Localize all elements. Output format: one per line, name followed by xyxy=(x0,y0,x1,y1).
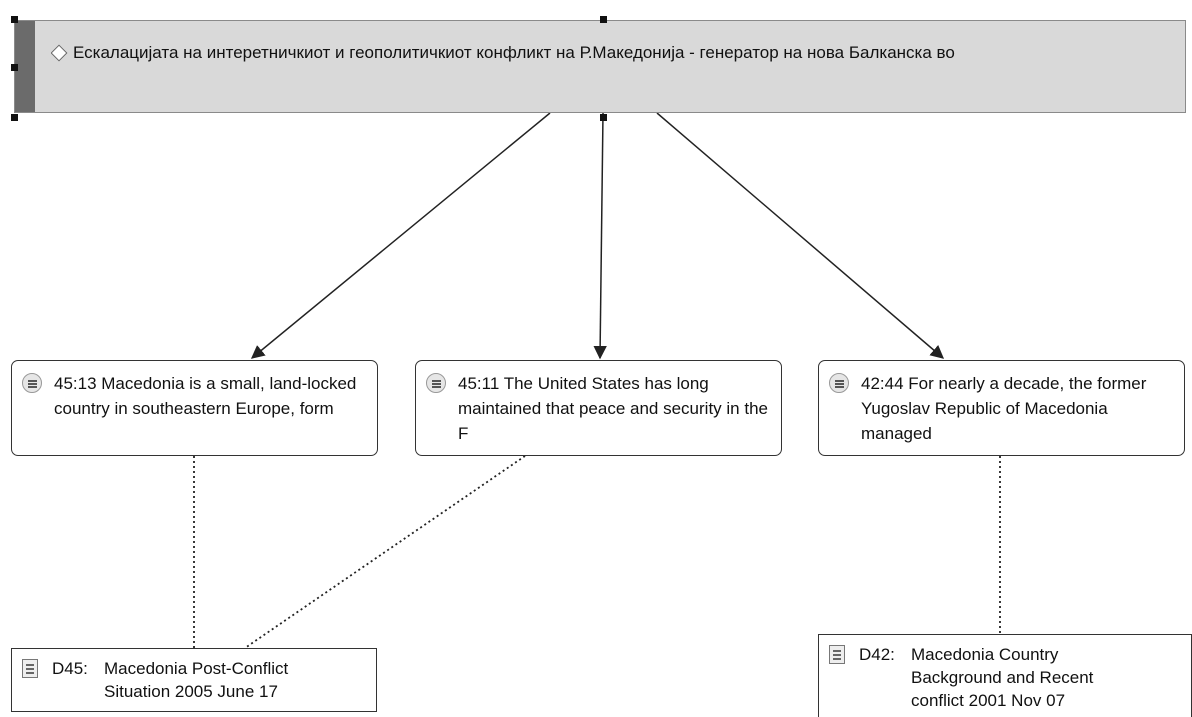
selection-handle-bottom-left[interactable] xyxy=(11,114,18,121)
link-arrow-42-44[interactable] xyxy=(656,112,945,359)
document-icon xyxy=(829,645,845,664)
quotation-icon xyxy=(22,373,42,393)
quotation-icon xyxy=(426,373,446,393)
selection-handle-bottom-center[interactable] xyxy=(600,114,607,121)
selection-handle-top-left[interactable] xyxy=(11,16,18,23)
quotation-node-45-11[interactable]: 45:11 The United States has long maintai… xyxy=(415,360,782,456)
code-diamond-icon xyxy=(51,44,68,62)
code-node[interactable]: Ескалацијата на интеретничкиот и геополи… xyxy=(14,20,1186,113)
document-title: Macedonia Post-Conflict Situation 2005 J… xyxy=(104,659,289,701)
code-node-title: Ескалацијата на интеретничкиот и геополи… xyxy=(73,43,955,62)
link-arrow-45-11[interactable] xyxy=(593,112,607,360)
quotation-node-45-13[interactable]: 45:13 Macedonia is a small, land-locked … xyxy=(11,360,378,456)
quotation-icon xyxy=(829,373,849,393)
quotation-node-42-44[interactable]: 42:44 For nearly a decade, the former Yu… xyxy=(818,360,1185,456)
document-node-d42[interactable]: D42: Macedonia Country Background and Re… xyxy=(818,634,1192,717)
link-arrow-45-13[interactable] xyxy=(250,112,551,359)
document-label: D45: xyxy=(52,659,88,678)
code-color-stripe xyxy=(15,21,35,112)
selection-handle-top-center[interactable] xyxy=(600,16,607,23)
document-node-d45[interactable]: D45: Macedonia Post-Conflict Situation 2… xyxy=(11,648,377,712)
document-title: Macedonia Country Background and Recent … xyxy=(911,645,1094,710)
quotation-text: 42:44 For nearly a decade, the former Yu… xyxy=(861,374,1147,443)
document-icon xyxy=(22,659,38,678)
link-dotted-45-11-d45[interactable] xyxy=(244,455,526,649)
selection-handle-middle-left[interactable] xyxy=(11,64,18,71)
quotation-text: 45:11 The United States has long maintai… xyxy=(458,374,768,443)
quotation-text: 45:13 Macedonia is a small, land-locked … xyxy=(54,374,357,418)
document-label: D42: xyxy=(859,645,895,664)
